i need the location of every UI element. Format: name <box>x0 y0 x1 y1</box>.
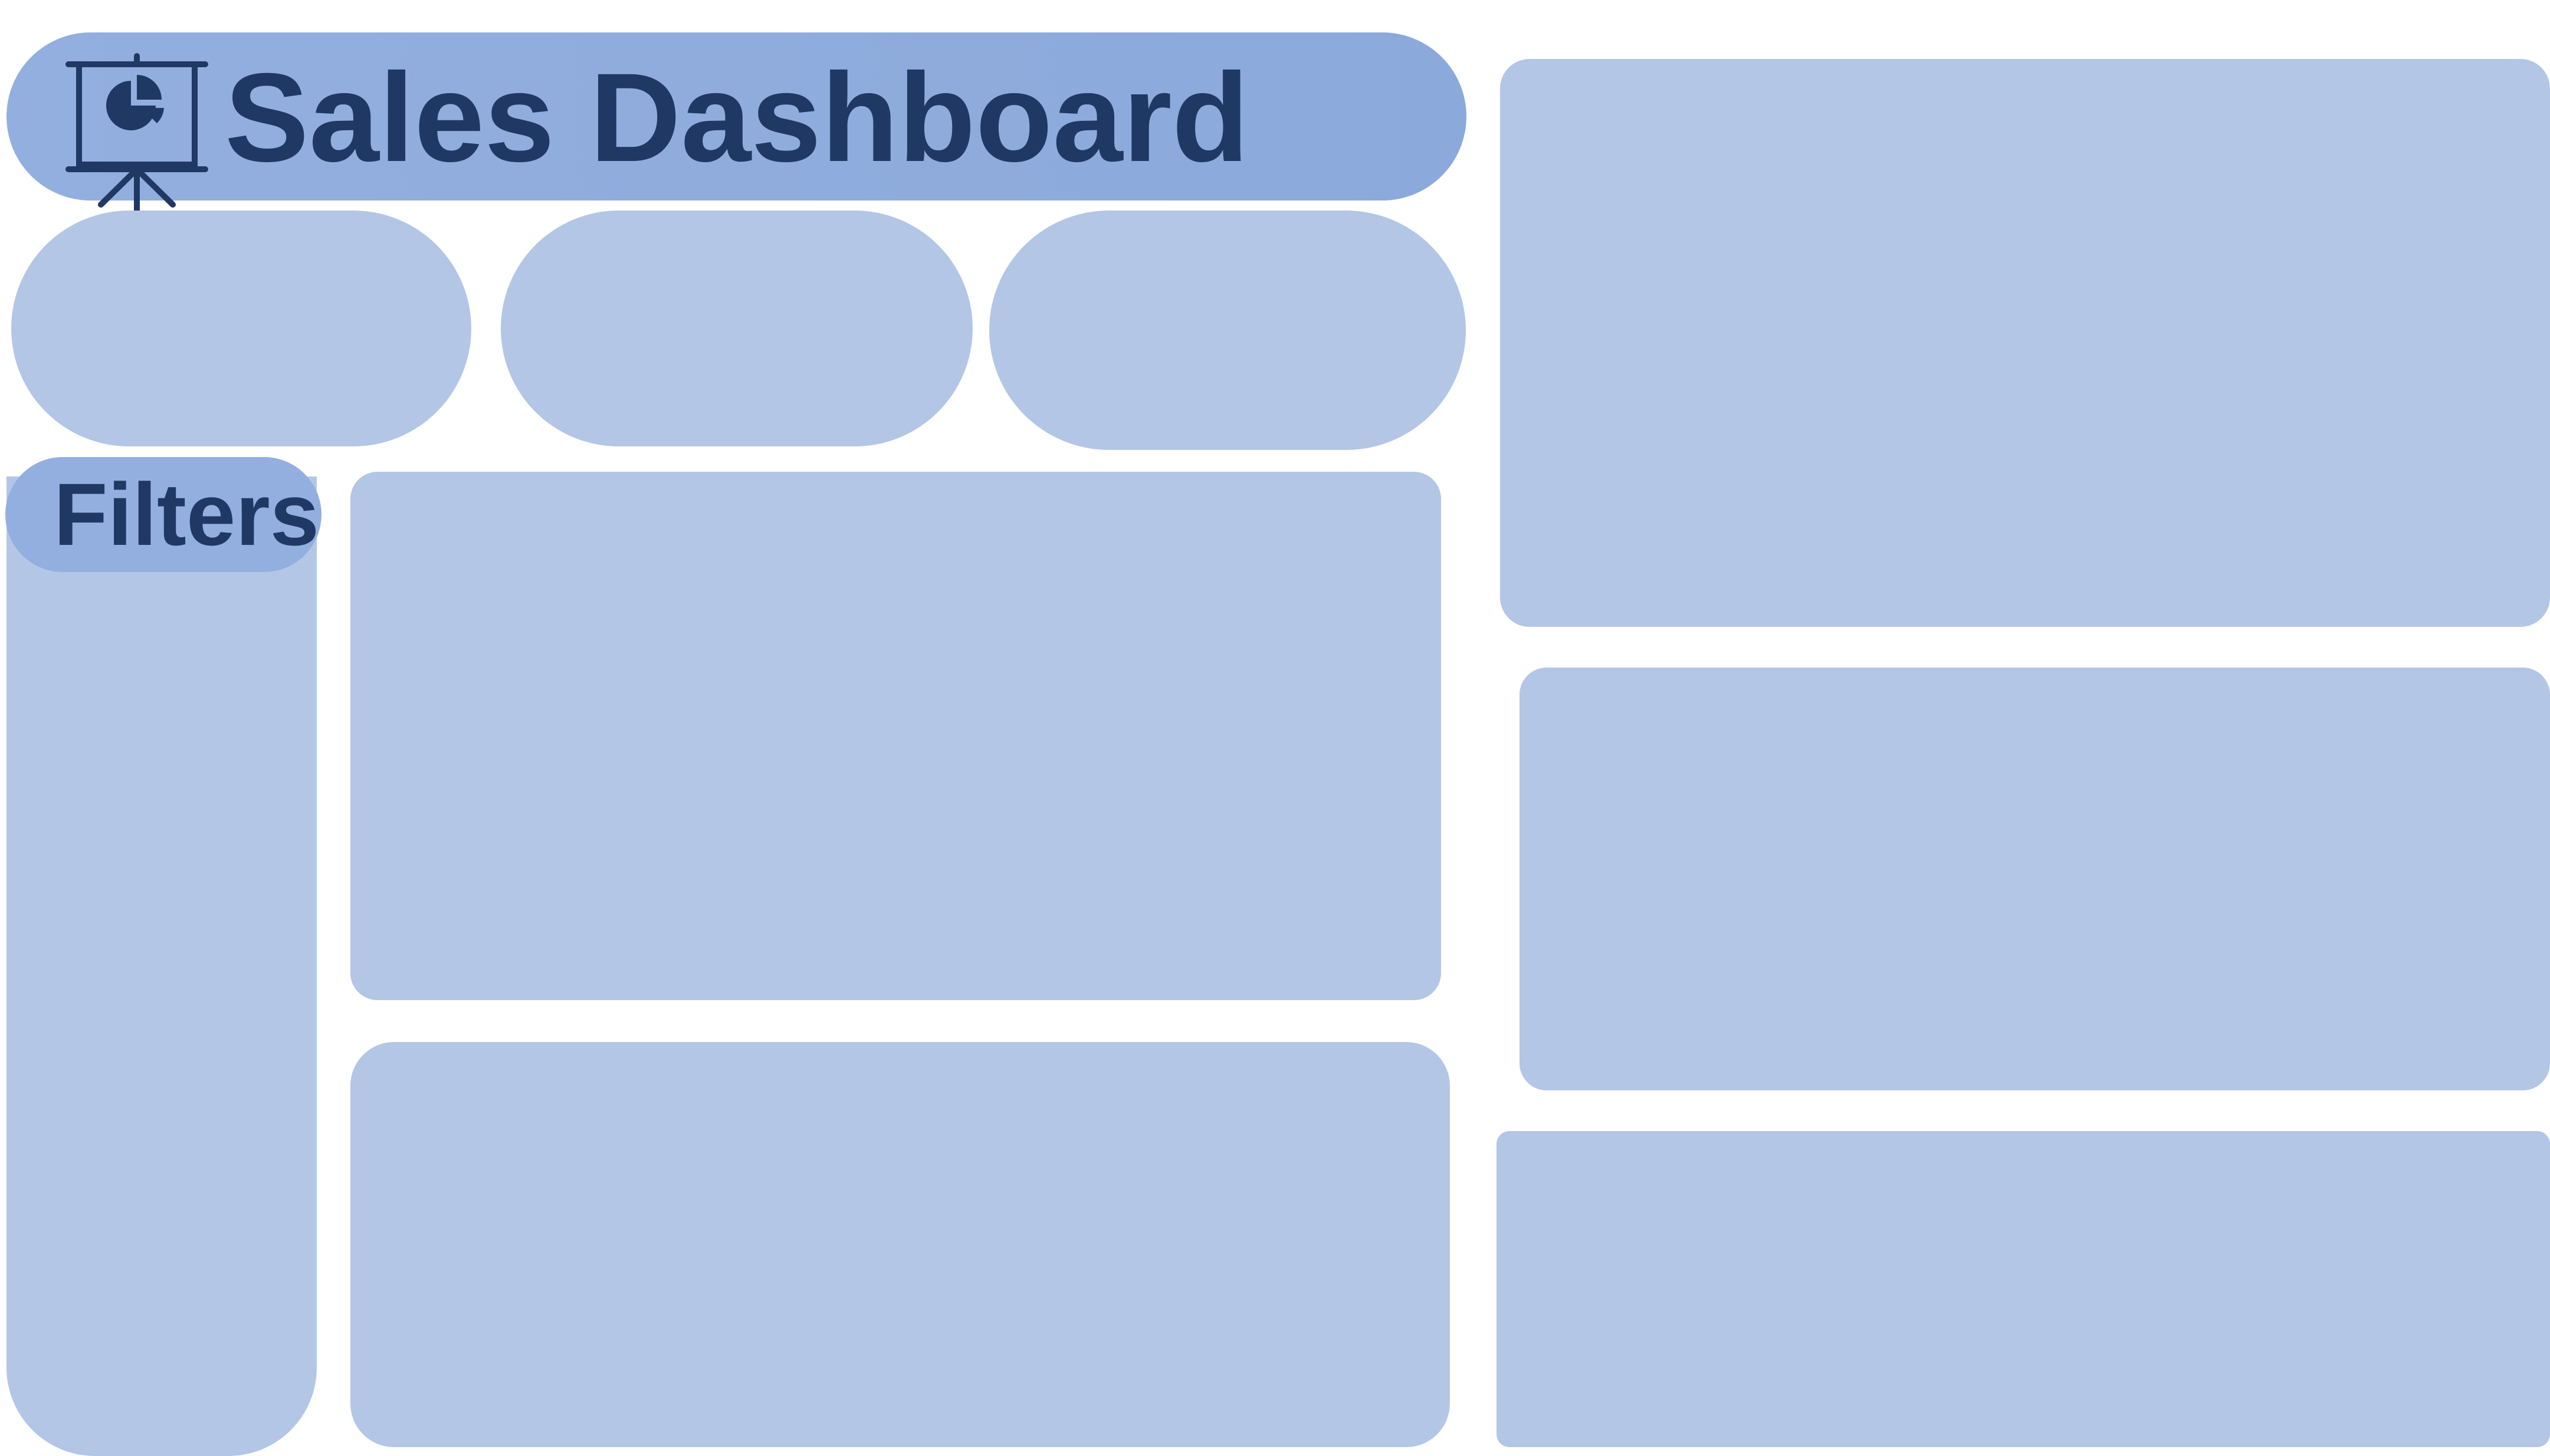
chart-panel-center-top <box>350 472 1441 1000</box>
chart-panel-right-top <box>1500 59 2550 627</box>
dashboard-header: Sales Dashboard <box>6 32 1466 225</box>
chart-panel-center-bottom <box>350 1042 1450 1447</box>
chart-panel-right-middle <box>1520 668 2550 1090</box>
page-title: Sales Dashboard <box>225 47 1249 188</box>
filters-label: Filters <box>54 465 320 564</box>
filters-header: Filters <box>5 457 321 572</box>
kpi-card-2 <box>501 211 973 446</box>
chart-panel-right-bottom <box>1496 1131 2550 1447</box>
kpi-card-3 <box>989 211 1466 450</box>
filters-panel <box>6 476 317 1456</box>
presentation-chart-icon <box>63 51 211 228</box>
kpi-card-1 <box>11 211 471 446</box>
